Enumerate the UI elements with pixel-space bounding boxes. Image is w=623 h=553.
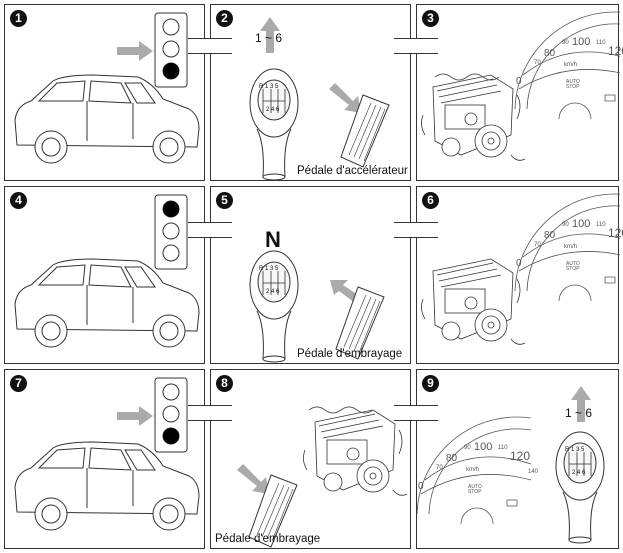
- speed-tick-label: 100: [572, 36, 591, 48]
- speed-tick-label: 120: [510, 449, 531, 463]
- connector: [188, 38, 232, 54]
- car-illustration: [14, 74, 200, 164]
- panel-5: N R 1 3 5 2 4 6 Pédale d'embrayage 5: [210, 186, 411, 364]
- panel-1: 1: [4, 4, 205, 181]
- vibration-lines: [308, 406, 374, 414]
- speed-tick-label: 90: [562, 40, 569, 46]
- panel-1-art: [14, 12, 200, 164]
- engine-illustration: [302, 409, 408, 496]
- lamp-lit: [163, 428, 179, 444]
- lamp-lit: [163, 201, 179, 217]
- gear-pattern-top: R 1 3 5: [565, 447, 585, 453]
- step-number: 1: [10, 10, 27, 27]
- speed-tick-label: 80: [446, 453, 458, 464]
- step-number: 5: [216, 192, 233, 209]
- gear-pattern-bottom: 2 4 6: [266, 289, 280, 295]
- gear-pattern-bottom: 2 4 6: [266, 107, 280, 113]
- auto-stop-indicator: AUTO STOP: [566, 261, 580, 272]
- panel-9: 1 ~ 6 R 1 3 5 2 4 6 9: [416, 369, 619, 549]
- step-number: 6: [422, 192, 439, 209]
- speed-unit-label: km/h: [564, 62, 578, 68]
- panel-6-art: [420, 193, 620, 345]
- panel-8: Pédale d'embrayage 8: [210, 369, 411, 549]
- speed-unit-label: km/h: [466, 467, 480, 473]
- engine-illustration: [420, 74, 526, 161]
- speed-tick-label: 120: [608, 44, 623, 58]
- step-number: 2: [216, 10, 233, 27]
- arrow-right-icon: [117, 41, 153, 61]
- speed-tick-label: 100: [572, 218, 591, 230]
- car-illustration: [14, 258, 200, 348]
- gear-pattern-bottom: 2 4 6: [572, 470, 586, 476]
- gear-range-label: 1 ~ 6: [565, 406, 593, 420]
- connector: [394, 405, 438, 421]
- connector: [188, 405, 232, 421]
- speed-tick-label: 120: [608, 226, 623, 240]
- auto-stop-indicator: AUTO STOP: [566, 79, 580, 90]
- panel-8-art: [237, 406, 408, 548]
- connector: [394, 222, 438, 238]
- step-number: 9: [422, 375, 439, 392]
- panel-4-art: [14, 194, 200, 348]
- step-number: 8: [216, 375, 233, 392]
- speed-tick-label: 90: [464, 445, 471, 451]
- traffic-light: [154, 12, 188, 88]
- arrow-right-icon: [117, 406, 153, 426]
- car-illustration: [14, 441, 200, 531]
- panel-7: 7: [4, 369, 205, 549]
- speed-tick-label: 80: [544, 48, 556, 59]
- vibration-lines: [434, 73, 500, 81]
- speed-tick-label: 140: [528, 469, 539, 475]
- speed-tick-label: 0: [418, 481, 424, 492]
- connector: [394, 38, 438, 54]
- traffic-light: [154, 194, 188, 270]
- panel-6: 6: [416, 186, 620, 364]
- panel-5-art: [249, 250, 385, 363]
- gear-range-label: 1 ~ 6: [255, 31, 283, 45]
- speed-unit-label: km/h: [564, 244, 578, 250]
- gear-pattern-top: R 1 3 5: [259, 84, 279, 90]
- pedal-label: Pédale d'accélérateur: [297, 165, 408, 177]
- panel-3-art: [420, 11, 620, 161]
- speed-tick-label: 70: [436, 465, 443, 471]
- panel-3: 3: [416, 4, 620, 181]
- panel-2-art: [249, 17, 390, 181]
- pedal-label: Pédale d'embrayage: [215, 533, 321, 545]
- speed-tick-label: 70: [534, 242, 541, 248]
- speed-tick-label: 0: [516, 258, 522, 269]
- speed-tick-label: 0: [516, 76, 522, 87]
- connector: [188, 222, 232, 238]
- traffic-light: [154, 377, 188, 453]
- gear-pattern-top: R 1 3 5: [259, 266, 279, 272]
- step-number: 4: [10, 192, 27, 209]
- pedal-arrow-icon: [237, 464, 269, 494]
- engine-illustration: [420, 258, 526, 345]
- panel-2: 1 ~ 6 R 1 3 5 2 4 6 Pédale d'accélérateu…: [210, 4, 411, 181]
- panel-7-art: [14, 377, 200, 531]
- speed-tick-label: 110: [596, 222, 606, 228]
- lamp-lit: [163, 63, 179, 79]
- speed-tick-label: 100: [474, 441, 493, 453]
- step-number: 7: [10, 375, 27, 392]
- speed-tick-label: 90: [562, 222, 569, 228]
- neutral-label: N: [265, 227, 281, 252]
- auto-stop-indicator: AUTO STOP: [468, 484, 482, 495]
- pedal-label: Pédale d'embrayage: [297, 348, 403, 360]
- speed-tick-label: 80: [544, 230, 556, 241]
- speed-tick-label: 110: [596, 40, 606, 46]
- panel-4: 4: [4, 186, 205, 364]
- pedal-arrow-icon: [329, 83, 361, 113]
- step-number: 3: [422, 10, 439, 27]
- speed-tick-label: 70: [534, 60, 541, 66]
- speed-tick-label: 110: [498, 445, 508, 451]
